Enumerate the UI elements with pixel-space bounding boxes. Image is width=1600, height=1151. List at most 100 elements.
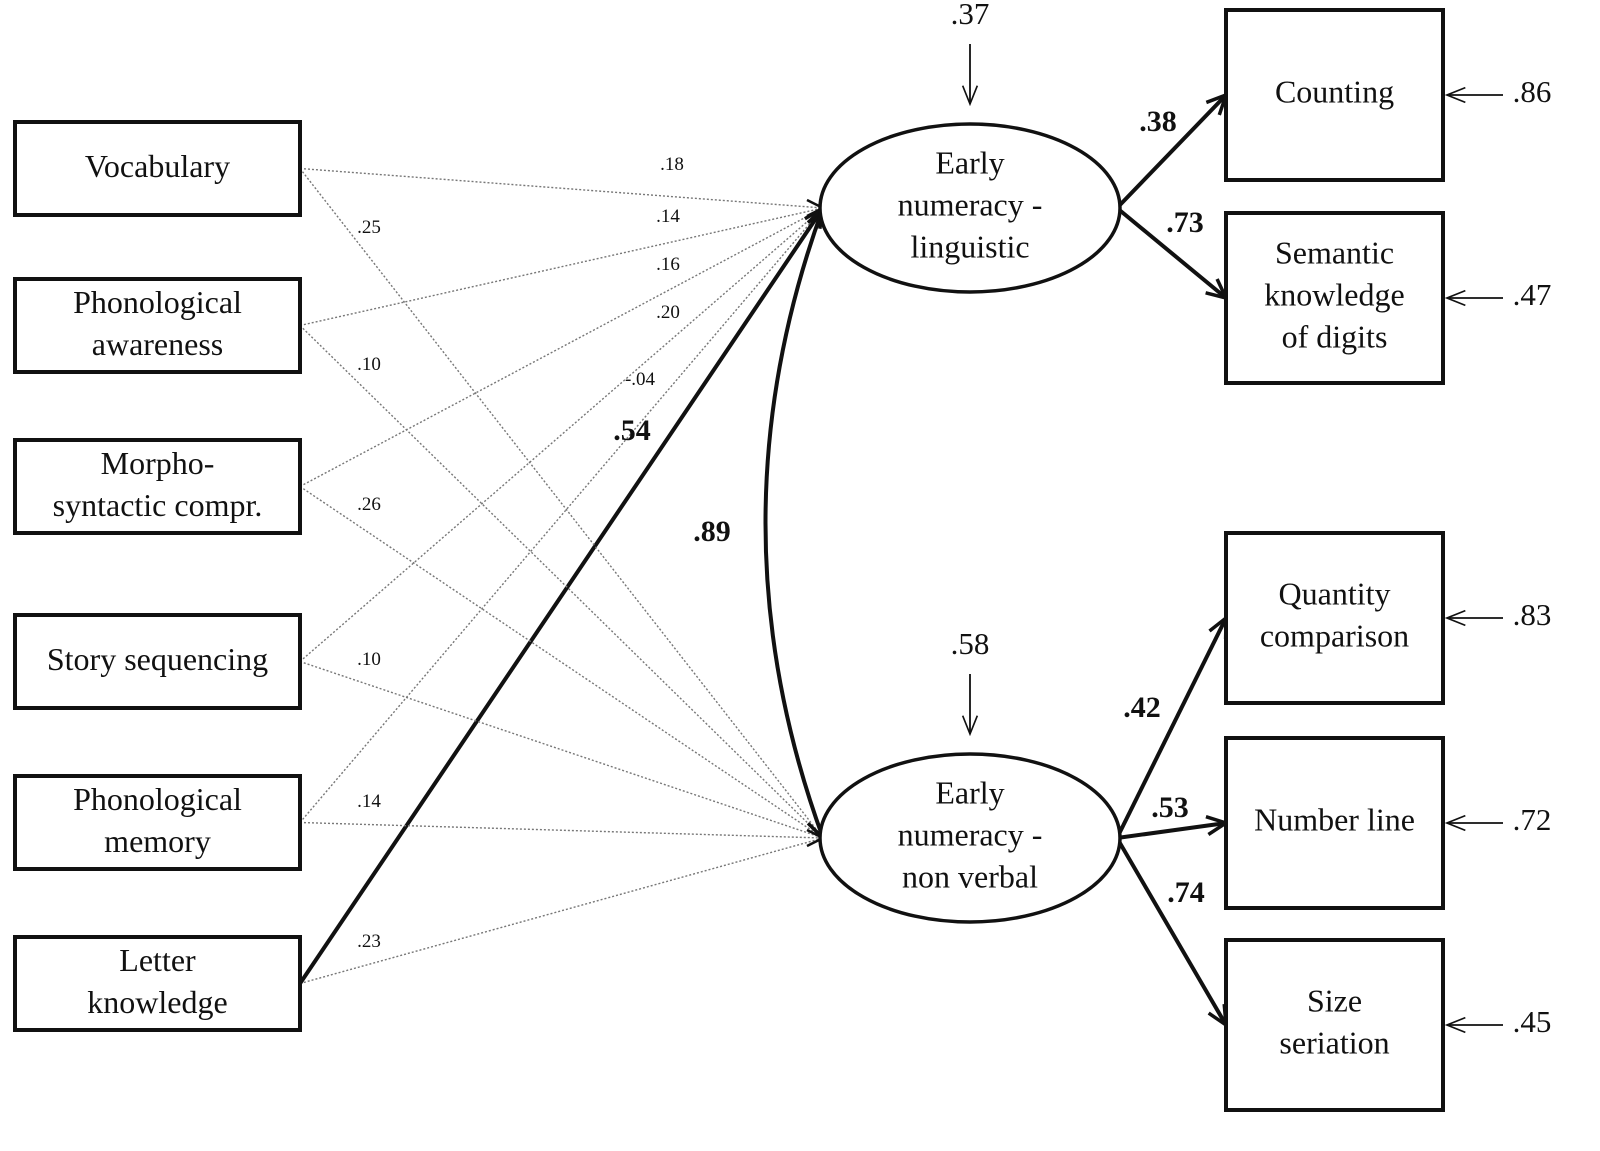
latent-nonverbal: Early numeracy - non verbal <box>818 752 1122 924</box>
predictor-label-line: Phonological <box>73 284 242 320</box>
predictor-label: Phonological memory <box>73 781 242 859</box>
indicator-box <box>1224 938 1445 1112</box>
indicator-label-line: of digits <box>1282 318 1388 354</box>
latent-correlation-label: .89 <box>693 515 731 548</box>
error-label-numberline: .72 <box>1513 802 1552 837</box>
predictor-box <box>13 613 302 710</box>
coef-vocabulary-to-nonverbal: .25 <box>357 217 381 238</box>
coef-phon-memory-to-nonverbal: .14 <box>357 791 381 812</box>
predictor-label-line: awareness <box>92 326 223 362</box>
indicator-label-line: Quantity <box>1279 575 1391 611</box>
predictor-box <box>13 277 302 374</box>
error-label-counting: .86 <box>1513 74 1552 109</box>
predictor-vocabulary: Vocabulary <box>13 120 302 217</box>
path-phon-memory-to-linguistic <box>299 207 824 823</box>
path-vocabulary-to-nonverbal <box>299 168 824 839</box>
label-layer: .18 .14 .16 .20 -.04 .54 .25 .10 .26 .10 .14 .23 .89… <box>357 0 1551 1039</box>
predictor-label-line: Vocabulary <box>85 148 230 184</box>
loading-label-semantic: .73 <box>1166 206 1204 239</box>
predictor-phon-memory: Phonological memory <box>13 774 302 871</box>
residual-label-nonverbal: .58 <box>951 626 990 661</box>
loading-label-size: .74 <box>1167 876 1205 909</box>
coef-morpho-to-linguistic: .16 <box>656 254 680 275</box>
indicator-label: Quantity comparison <box>1260 575 1409 653</box>
loading-path-semantic <box>1115 206 1226 298</box>
indicator-size: Size seriation <box>1224 938 1445 1112</box>
path-morpho-to-nonverbal <box>299 485 824 839</box>
predictor-label: Phonological awareness <box>73 284 242 362</box>
error-label-quantity: .83 <box>1513 597 1552 632</box>
indicator-label: Size seriation <box>1279 982 1389 1060</box>
latent-label-line: numeracy - <box>898 186 1043 222</box>
path-phon-memory-to-nonverbal <box>299 821 824 839</box>
path-story-to-linguistic <box>299 207 824 663</box>
indicator-label-line: seriation <box>1279 1024 1389 1060</box>
predictor-label-line: knowledge <box>87 984 227 1020</box>
latent-label-line: Early <box>935 144 1004 180</box>
loading-path-counting <box>1115 95 1226 210</box>
predictor-label-line: Story sequencing <box>47 641 268 677</box>
latent-label-line: non verbal <box>902 858 1038 894</box>
indicator-label-line: Number line <box>1254 801 1415 837</box>
predictor-label: Letter knowledge <box>87 942 227 1020</box>
indicator-box <box>1224 531 1445 705</box>
predictor-label: Story sequencing <box>47 641 268 677</box>
coef-phon-awareness-to-linguistic: .14 <box>656 206 680 227</box>
latent-linguistic: Early numeracy - linguistic <box>818 122 1122 294</box>
latent-label: Early numeracy - non verbal <box>898 774 1043 894</box>
predictor-box <box>13 120 302 217</box>
predictor-phon-awareness: Phonological awareness <box>13 277 302 374</box>
indicator-label-line: Semantic <box>1275 234 1394 270</box>
indicator-counting: Counting <box>1224 8 1445 182</box>
indicator-label-line: knowledge <box>1264 276 1404 312</box>
coef-phon-awareness-to-nonverbal: .10 <box>357 354 381 375</box>
latent-ellipse <box>818 122 1122 294</box>
latent-label: Early numeracy - linguistic <box>898 144 1043 264</box>
indicator-numberline: Number line <box>1224 736 1445 910</box>
coef-letter-to-linguistic: .54 <box>613 414 651 447</box>
path-phon-awareness-to-nonverbal <box>299 325 824 839</box>
latent-ellipse <box>818 752 1122 924</box>
path-letter-to-linguistic <box>298 208 823 985</box>
path-phon-awareness-to-linguistic <box>299 207 824 327</box>
latent-label-line: Early <box>935 774 1004 810</box>
path-layer <box>298 44 1503 1025</box>
coef-phon-memory-to-linguistic: -.04 <box>625 369 656 390</box>
predictor-box <box>13 774 302 871</box>
loading-label-quantity: .42 <box>1123 691 1161 724</box>
predictor-label-line: Morpho- <box>101 445 215 481</box>
loading-path-size <box>1115 836 1226 1025</box>
error-label-semantic: .47 <box>1513 277 1552 312</box>
indicator-label-line: Size <box>1307 982 1362 1018</box>
coef-morpho-to-nonverbal: .26 <box>357 494 381 515</box>
predictor-morpho: Morpho-syntactic compr. <box>13 438 302 535</box>
indicator-box <box>1224 211 1445 385</box>
path-vocabulary-to-linguistic <box>299 167 824 209</box>
loading-label-numberline: .53 <box>1151 791 1189 824</box>
predictor-label: Morpho-syntactic compr. <box>53 445 263 523</box>
coef-letter-to-nonverbal: .23 <box>357 931 381 952</box>
latent-label-line: linguistic <box>910 228 1029 264</box>
loading-path-numberline <box>1116 823 1226 840</box>
coef-vocabulary-to-linguistic: .18 <box>660 154 684 175</box>
predictor-label-line: Letter <box>119 942 196 978</box>
predictor-story: Story sequencing <box>13 613 302 710</box>
predictor-box <box>13 935 302 1032</box>
latent-label-line: numeracy - <box>898 816 1043 852</box>
indicator-box <box>1224 8 1445 182</box>
coef-story-to-nonverbal: .10 <box>357 649 381 670</box>
indicator-label-line: Counting <box>1275 73 1394 109</box>
predictor-label-line: Phonological <box>73 781 242 817</box>
indicator-label-line: comparison <box>1260 617 1409 653</box>
coef-story-to-linguistic: .20 <box>656 302 680 323</box>
indicator-label: Number line <box>1254 801 1415 837</box>
predictor-label-line: memory <box>104 823 211 859</box>
loading-label-counting: .38 <box>1139 105 1177 138</box>
indicator-label: Semantic knowledge of digits <box>1264 234 1404 354</box>
predictor-box <box>13 438 302 535</box>
error-label-size: .45 <box>1513 1004 1552 1039</box>
loading-path-quantity <box>1115 618 1226 839</box>
path-letter-to-nonverbal <box>299 837 824 985</box>
